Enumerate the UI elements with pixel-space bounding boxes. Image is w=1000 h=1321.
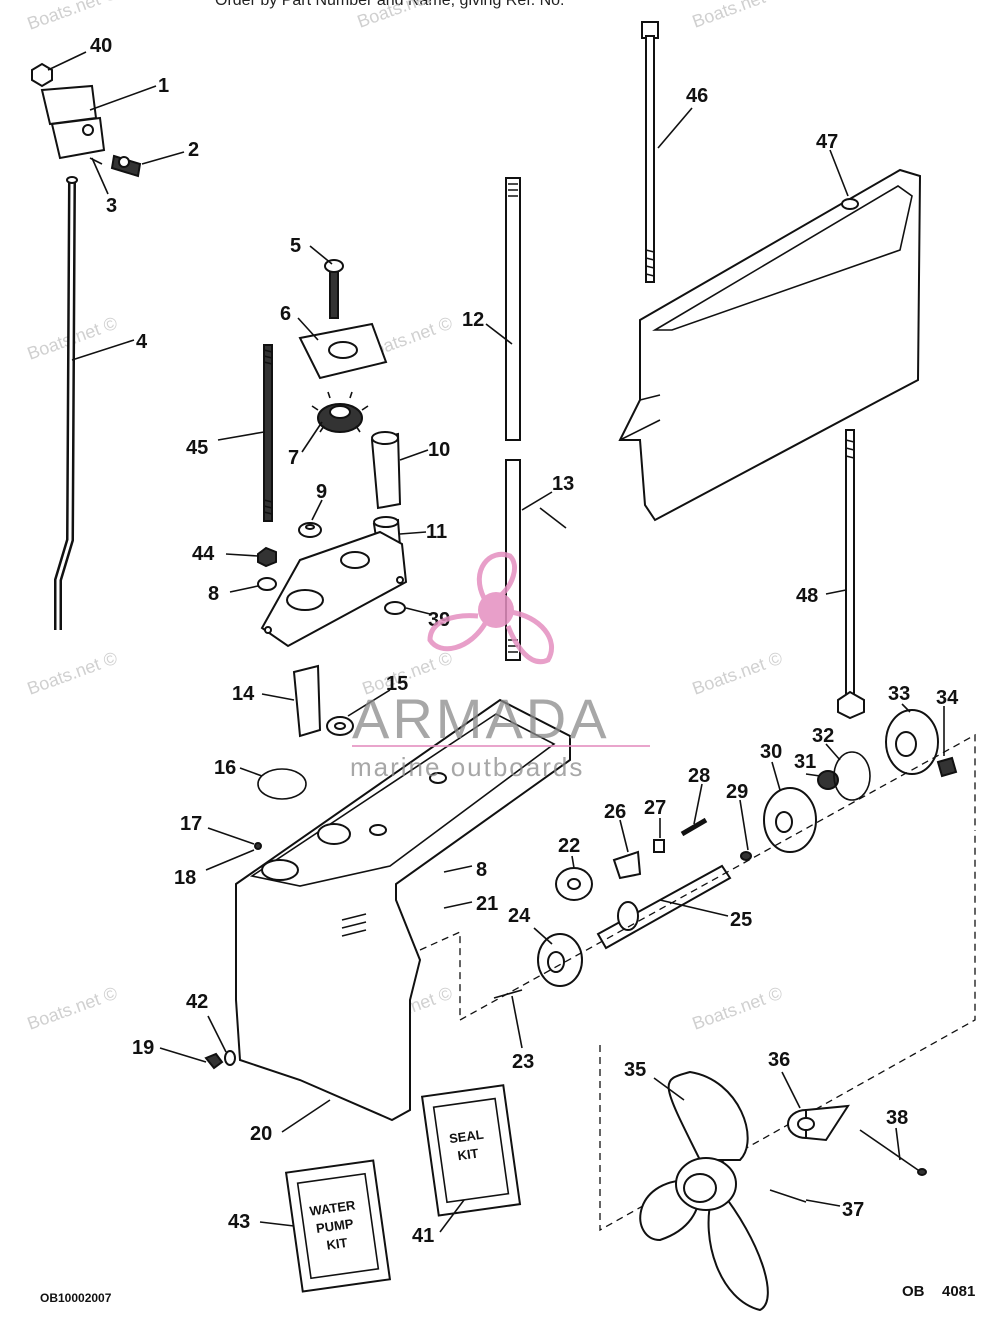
- callout-30: 30: [760, 741, 782, 763]
- callout-37: 37: [842, 1199, 864, 1221]
- brand-name: ARMADA: [352, 687, 610, 750]
- callout-29: 29: [726, 781, 748, 803]
- callout-5: 5: [290, 235, 301, 257]
- callout-41: 41: [412, 1225, 434, 1247]
- watermark: Boats.net ©: [25, 0, 120, 34]
- kit-boxes: SEAL KIT WATER PUMP KIT: [284, 1084, 522, 1293]
- callout-42: 42: [186, 991, 208, 1013]
- callout-11: 11: [426, 521, 447, 543]
- callout-13: 13: [552, 473, 574, 495]
- callout-47: 47: [816, 131, 838, 153]
- callout-35: 35: [624, 1059, 646, 1081]
- header-note: Order by Part Number and Name, giving Re…: [215, 0, 564, 9]
- callout-17: 17: [180, 813, 202, 835]
- callout-45: 45: [186, 437, 208, 459]
- brand-tagline: marine outboards: [350, 752, 584, 782]
- callout-14: 14: [232, 683, 255, 705]
- callout-32: 32: [812, 725, 834, 747]
- callout-12: 12: [462, 309, 484, 331]
- callout-2: 2: [188, 139, 199, 161]
- footer-right-prefix: OB: [902, 1283, 925, 1300]
- drive-shaft: [505, 177, 567, 661]
- callout-8b: 8: [476, 859, 487, 881]
- armada-brand-logo: ARMADA marine outboards: [350, 551, 650, 782]
- callout-10: 10: [428, 439, 450, 461]
- propeller-assembly: [639, 1070, 927, 1312]
- callout-19: 19: [132, 1037, 154, 1059]
- stud-48: [837, 429, 865, 720]
- callout-15: 15: [386, 673, 408, 695]
- callout-36: 36: [768, 1049, 790, 1071]
- callout-20: 20: [250, 1123, 272, 1145]
- seal-kit-label-line1: SEAL: [448, 1127, 484, 1147]
- callout-43: 43: [228, 1211, 250, 1233]
- callout-18: 18: [174, 867, 196, 889]
- watermark: Boats.net ©: [25, 983, 120, 1034]
- callout-1: 1: [158, 75, 169, 97]
- callout-25: 25: [730, 909, 752, 931]
- callout-46: 46: [686, 85, 708, 107]
- seal-kit-label-line2: KIT: [457, 1145, 480, 1163]
- water-pump-kit-label-line1: WATER: [309, 1197, 357, 1218]
- callout-7: 7: [288, 447, 299, 469]
- seal-kit-box: SEAL KIT: [420, 1084, 522, 1217]
- callout-16: 16: [214, 757, 236, 779]
- watermark: Boats.net ©: [25, 648, 120, 699]
- footer-left-code: OB10002007: [40, 1291, 112, 1305]
- watermark: Boats.net ©: [690, 983, 785, 1034]
- exhaust-housing: [618, 168, 922, 522]
- small-parts-upper: [254, 664, 354, 850]
- water-pump-assembly: [260, 259, 408, 648]
- callout-28: 28: [688, 765, 710, 787]
- stud-46: [641, 21, 659, 283]
- leader-lines: [47, 51, 945, 1233]
- callout-40: 40: [90, 35, 112, 57]
- callout-21: 21: [476, 893, 498, 915]
- stud-45: [257, 344, 277, 591]
- callout-3: 3: [106, 195, 117, 217]
- callout-24: 24: [508, 905, 531, 927]
- water-pump-kit-label-line2: PUMP: [315, 1216, 355, 1236]
- callout-33: 33: [888, 683, 910, 705]
- callout-27: 27: [644, 797, 666, 819]
- gearcase: [204, 698, 571, 1122]
- callout-34: 34: [936, 687, 959, 709]
- callout-9: 9: [316, 481, 327, 503]
- callout-22: 22: [558, 835, 580, 857]
- callout-31: 31: [794, 751, 816, 773]
- water-pump-kit-box: WATER PUMP KIT: [284, 1159, 392, 1293]
- shift-rod: [54, 176, 78, 630]
- callout-23: 23: [512, 1051, 534, 1073]
- callout-4: 4: [136, 331, 148, 353]
- callout-8: 8: [208, 583, 219, 605]
- callout-labels: 40 1 2 3 4 5 6 12 46 47 45 7 10 9 44 11 …: [90, 35, 959, 1247]
- footer-right-number: 4081: [942, 1283, 975, 1300]
- watermark: Boats.net ©: [690, 648, 785, 699]
- callout-26: 26: [604, 801, 626, 823]
- callout-6: 6: [280, 303, 291, 325]
- callout-44: 44: [192, 543, 215, 565]
- shift-clamp-assembly: [31, 62, 142, 178]
- callout-38: 38: [886, 1107, 908, 1129]
- watermark: Boats.net ©: [690, 0, 785, 32]
- footer: OB10002007 OB 4081: [40, 1283, 975, 1305]
- water-pump-kit-label-line3: KIT: [326, 1235, 349, 1253]
- callout-48: 48: [796, 585, 818, 607]
- propeller-logo-icon: [427, 551, 555, 665]
